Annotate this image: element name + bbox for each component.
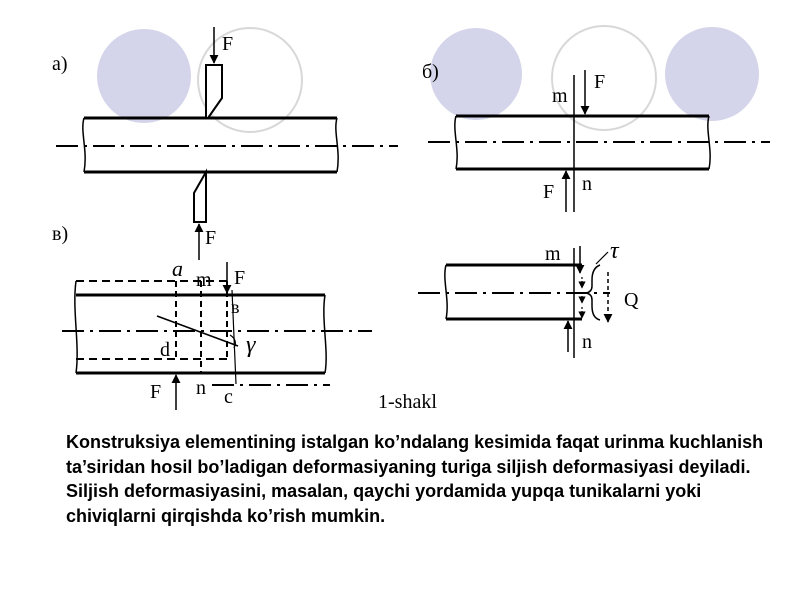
element-v-diagonal — [156, 315, 239, 347]
shear-deformation-figure: а) F F б) m F n F в) — [52, 25, 770, 413]
panel-v-label: в) — [52, 223, 68, 245]
point-label-b-n: n — [582, 173, 592, 195]
corner-label-d: d — [160, 339, 170, 361]
force-label-v-bottom: F — [150, 381, 161, 403]
beam-b-break-right — [707, 115, 711, 170]
angle-label-gamma: γ — [246, 332, 256, 358]
decor-circle-left — [97, 29, 191, 123]
force-label-b-top: F — [594, 71, 605, 93]
stress-label-tau: τ — [610, 238, 620, 264]
corner-label-b: в — [231, 297, 240, 317]
decor-circles — [97, 25, 759, 133]
stress-brace — [585, 264, 601, 321]
decor-circle-mid-outline — [551, 25, 657, 131]
corner-label-c: c — [224, 386, 233, 408]
panel-section: m τ Q n — [418, 238, 639, 358]
decor-circle-left-outline — [197, 27, 303, 133]
force-label-a-top: F — [222, 33, 233, 55]
panel-a-label: а) — [52, 53, 68, 75]
point-label-v-m: m — [196, 269, 212, 291]
shear-force-label-q: Q — [624, 289, 639, 311]
point-label-section-m: m — [545, 243, 561, 265]
beam-a-break-left — [82, 117, 86, 173]
corner-label-a: a — [172, 256, 183, 281]
upper-blade — [205, 64, 223, 119]
section-break-left — [444, 264, 448, 320]
beam-a-break-right — [335, 117, 339, 173]
description-paragraph: Konstruksiya elementining istalgan ko’nd… — [66, 432, 764, 526]
figure-caption: 1-shakl — [378, 391, 437, 413]
point-label-section-n: n — [582, 331, 592, 353]
force-label-a-bottom: F — [205, 227, 216, 249]
force-label-v-top: F — [234, 267, 245, 289]
point-label-b-m: m — [552, 85, 568, 107]
lower-blade — [193, 168, 207, 223]
point-label-v-n: n — [196, 377, 206, 399]
beam-v-break-left — [74, 280, 78, 374]
panel-a: а) F F — [52, 27, 398, 260]
decor-circle-right — [665, 27, 759, 121]
beam-v-break-right — [323, 294, 327, 374]
panel-b: б) m F n F — [422, 61, 770, 212]
panel-b-label: б) — [422, 61, 439, 83]
beam-b-break-left — [454, 115, 458, 170]
element-v-skew-edge — [231, 289, 237, 385]
tau-pointer — [595, 251, 609, 265]
force-label-b-bottom: F — [543, 181, 554, 203]
panel-v: в) a m F в γ d F n c — [52, 223, 372, 410]
angle-arc-gamma — [229, 334, 236, 349]
decor-circle-mid — [430, 28, 522, 120]
